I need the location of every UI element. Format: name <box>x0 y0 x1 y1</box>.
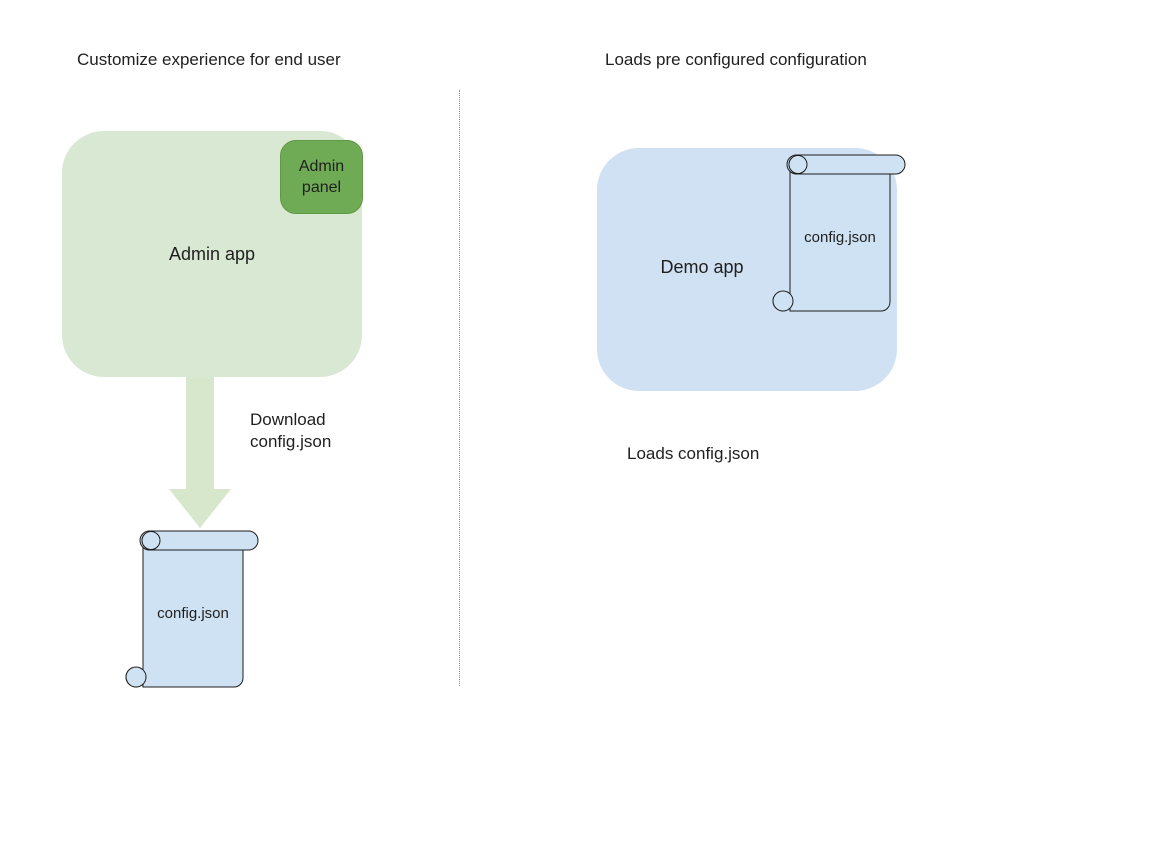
download-arrow-icon <box>169 377 231 528</box>
loads-config-label: Loads config.json <box>627 444 760 463</box>
admin-panel-box: Admin panel <box>280 140 363 214</box>
download-arrow-shape <box>169 377 231 528</box>
config-json-scroll-right: config.json <box>772 154 906 312</box>
left-section-title: Customize experience for end user <box>77 50 341 69</box>
scroll-body <box>789 163 891 312</box>
scroll-top-roll <box>786 154 906 175</box>
demo-app-label: Demo app <box>660 257 744 277</box>
download-config-label: Download config.json <box>250 410 332 451</box>
admin-app-box: Admin app Admin panel <box>62 131 363 377</box>
admin-panel-label: Admin panel <box>298 158 345 196</box>
config-file-label-right: config.json <box>804 229 876 246</box>
scroll-bottom-curl-shade <box>772 293 791 312</box>
config-json-scroll-left: config.json <box>125 530 259 688</box>
admin-app-label: Admin app <box>168 243 256 264</box>
config-file-label-left: config.json <box>157 605 229 622</box>
right-section-title: Loads pre configured configuration <box>605 50 867 69</box>
scroll-top-curl-shade <box>141 533 158 550</box>
scroll-body <box>142 539 244 688</box>
section-divider <box>459 90 460 686</box>
scroll-top-roll <box>139 530 259 551</box>
